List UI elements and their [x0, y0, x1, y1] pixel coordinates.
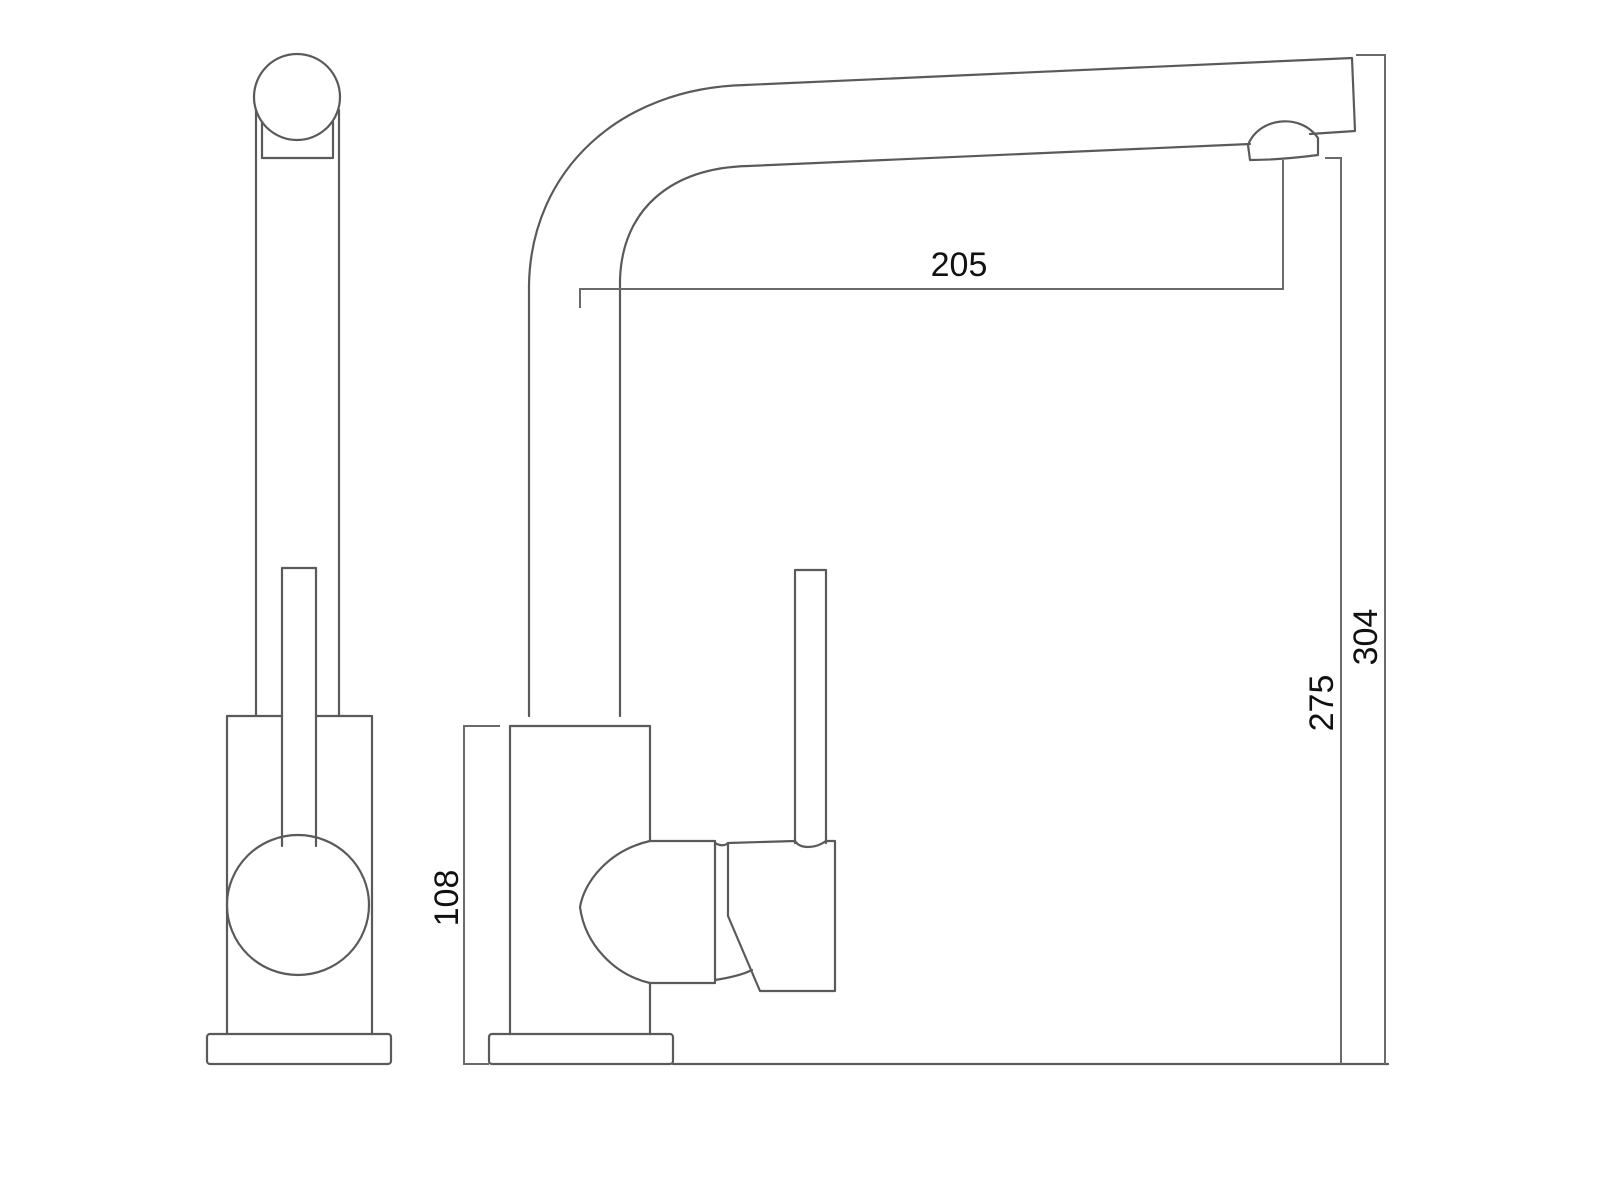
- front-view: [205, 52, 393, 1066]
- dimension-line-body-height: [463, 725, 500, 1065]
- lever-cartridge: [578, 839, 717, 985]
- dimension-label-spout-reach: 205: [931, 246, 988, 284]
- body: [508, 724, 652, 1036]
- cartridge-connector-bottom: [713, 968, 754, 982]
- lever-hub-circle: [225, 833, 371, 977]
- dimension-line-spout-reach: [579, 160, 1284, 308]
- dimension-line-overall-height: [1356, 54, 1386, 1064]
- lever-handle: [793, 568, 828, 845]
- dimension-label-outlet-height: 275: [1303, 675, 1341, 732]
- dimension-line-outlet-height: [1325, 157, 1342, 1064]
- dimension-label-overall-height: 304: [1347, 609, 1385, 666]
- spout-end-circle: [252, 52, 342, 142]
- base-plate: [487, 1032, 675, 1066]
- dimension-275: 275: [1303, 157, 1342, 1064]
- spout-outlet-lip: [260, 120, 335, 160]
- lever-handle: [280, 566, 318, 848]
- lever-block: [726, 839, 837, 993]
- base-plate: [205, 1032, 393, 1066]
- dimension-304: 304: [1347, 54, 1386, 1064]
- dimension-108: 108: [428, 725, 500, 1065]
- dimension-205: 205: [579, 160, 1284, 308]
- spout-outer-edge: [527, 56, 1357, 718]
- aerator-outlet: [1246, 120, 1320, 162]
- cartridge-connector-top: [713, 841, 730, 847]
- dimension-label-body-height: 108: [428, 870, 466, 927]
- body: [225, 714, 374, 1036]
- spout-inner-edge: [618, 142, 1252, 718]
- side-view: [487, 56, 1390, 1066]
